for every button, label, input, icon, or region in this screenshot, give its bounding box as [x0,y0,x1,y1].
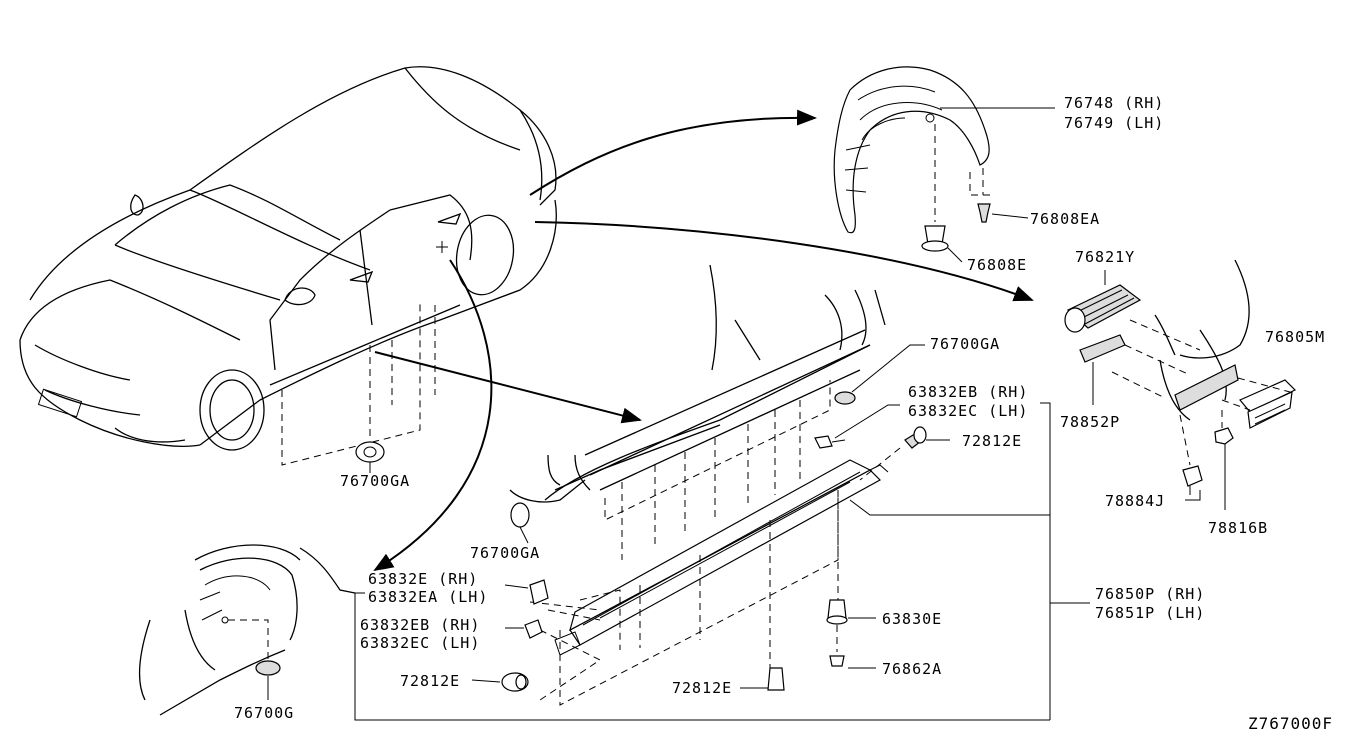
screw-76862A [829,625,876,669]
label-63832EA: 63832EA (LH) [368,588,488,606]
cap-76700GA-mid [510,502,530,544]
label-78816B: 78816B [1208,519,1268,537]
label-78852P: 78852P [1060,413,1120,431]
label-63832E: 63832E (RH) [368,570,478,588]
rear-mudguard [833,66,1055,234]
cap-76700G [255,660,281,700]
rear-bumper-corner [1154,259,1250,421]
label-76808E: 76808E [967,256,1027,274]
front-fender-liner [138,544,356,716]
side-body-rocker [509,264,886,560]
grommet-76821Y [1064,270,1142,333]
label-63832EC-left: 63832EC (LH) [360,634,480,652]
label-76700GA-mid: 76700GA [470,544,540,562]
label-78884J: 78884J [1105,492,1165,510]
car-illustration [19,66,557,466]
label-76850P: 76850P (RH) [1095,585,1205,603]
label-72812E-bottom: 72812E [672,679,732,697]
cap-76700GA-top [834,344,925,405]
nut-78816B [1214,410,1234,510]
arrows [373,109,1034,572]
label-63832EC-right: 63832EC (LH) [908,402,1028,420]
label-76700G: 76700G [234,704,294,722]
clip-72812E-bottom [740,667,785,691]
sill-molding [354,402,1090,721]
label-63830E: 63830E [882,610,942,628]
label-76862A: 76862A [882,660,942,678]
label-76749: 76749 (LH) [1064,114,1164,132]
seal-78852P [1079,319,1201,405]
label-76700GA-top: 76700GA [930,335,1000,353]
clip-76808E [921,225,963,263]
clip-63832EB-right [814,404,900,449]
label-76700GA-car: 76700GA [340,472,410,490]
clip-78884J [1179,414,1203,501]
label-76808EA: 76808EA [1030,210,1100,228]
grille-76805M [1174,364,1297,429]
screw-76808EA [977,203,1029,223]
clip-72812E-left [471,672,529,692]
labels: 76748 (RH) 76749 (LH) 76808EA 76808E 768… [234,94,1333,733]
label-63832EB-right: 63832EB (RH) [908,383,1028,401]
label-63832EB-left: 63832EB (RH) [360,616,480,634]
clip-63832E-left [504,579,549,605]
diagram-code: Z767000F [1248,714,1333,733]
label-76851P: 76851P (LH) [1095,604,1205,622]
label-76805M: 76805M [1265,328,1325,346]
clip-63832EB-left [505,619,543,639]
label-72812E-left: 72812E [400,672,460,690]
cap-76700GA-car [355,441,385,473]
label-72812E-right: 72812E [962,432,1022,450]
label-76821Y: 76821Y [1075,248,1135,266]
clip-63830E [826,599,876,625]
clip-72812E-right [859,426,950,481]
label-76748: 76748 (RH) [1064,94,1164,112]
